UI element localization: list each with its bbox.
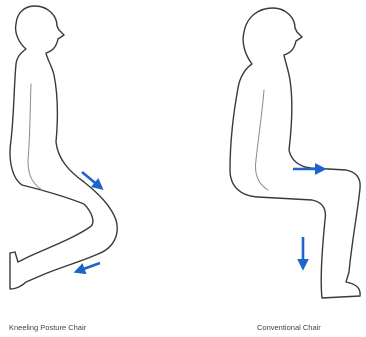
kneeling-shin-arrow (78, 263, 100, 271)
kneeling-chair-caption: Kneeling Posture Chair (9, 323, 86, 332)
kneeling-thigh-arrow (82, 172, 100, 187)
conventional-figure (230, 8, 360, 298)
kneeling-figure (10, 6, 117, 289)
kneeling-figure-outline (10, 6, 117, 289)
conventional-chair-caption: Conventional Chair (257, 323, 321, 332)
conventional-figure-outline (230, 8, 360, 298)
kneeling-spine-line (28, 84, 42, 190)
conventional-spine-line (256, 90, 269, 190)
